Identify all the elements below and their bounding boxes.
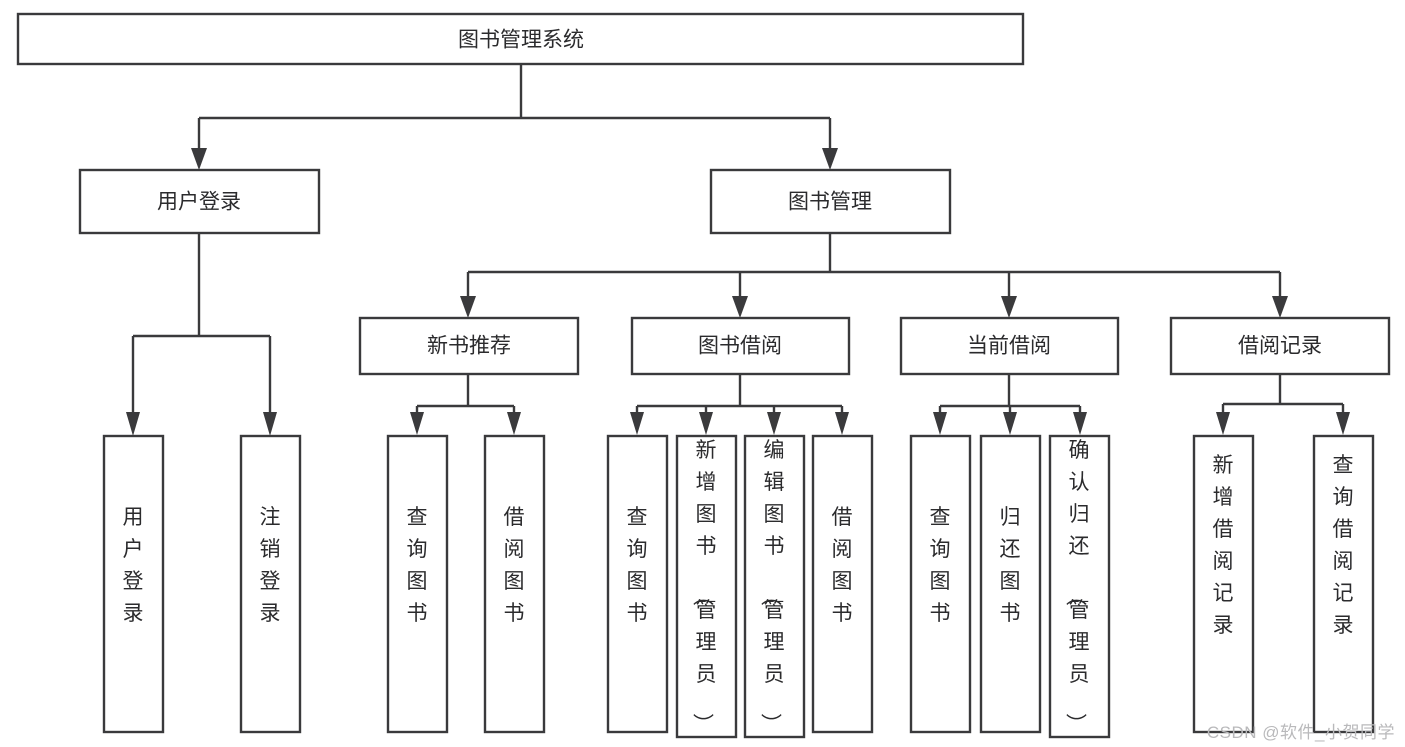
leaf-user-login-0-label: 用户登录 [123,506,144,625]
leaf-book-borrow-2[interactable]: 编辑图书（管理员） [743,434,806,739]
leaf-borrow-record-1-label: 查询借阅记录 [1333,454,1354,637]
leaf-current-borrow-1-box[interactable] [979,434,1042,734]
node-user-login[interactable]: 用户登录 [78,168,321,235]
leaf-current-borrow-1[interactable]: 归还图书 [979,434,1042,734]
arrow-book-manage-child-0-icon [460,296,476,318]
arrow-book-borrow-child-1-icon [699,412,713,435]
node-book-manage[interactable]: 图书管理 [709,168,952,235]
leaf-book-borrow-3-box[interactable] [811,434,874,734]
leaf-book-borrow-3[interactable]: 借阅图书 [811,434,874,734]
leaf-book-borrow-1[interactable]: 新增图书（管理员） [675,434,738,739]
leaf-new-book-rec-0[interactable]: 查询图书 [386,434,449,734]
arrow-current-borrow-child-0-icon [933,412,947,435]
leaf-user-login-1-box[interactable] [239,434,302,734]
leaf-current-borrow-0-box[interactable] [909,434,972,734]
connector-group-book-borrow [630,374,849,435]
arrow-user-login-child-1-icon [263,412,277,436]
leaf-new-book-rec-0-box[interactable] [386,434,449,734]
leaf-current-borrow-2[interactable]: 确认归还（管理员） [1048,434,1111,739]
leaf-current-borrow-2-label: 确认归还（管理员） [1064,439,1090,734]
leaf-book-borrow-2-label: 编辑图书（管理员） [759,439,785,734]
node-new-book-rec-label: 新书推荐 [427,335,511,358]
leaf-current-borrow-0-label: 查询图书 [930,506,951,625]
node-root-label: 图书管理系统 [458,29,584,52]
leaf-book-borrow-0[interactable]: 查询图书 [606,434,669,734]
node-book-manage-label: 图书管理 [788,191,872,214]
leaf-book-borrow-1-box[interactable] [675,434,738,739]
arrow-book-manage-child-1-icon [732,296,748,318]
leaf-new-book-rec-1-label: 借阅图书 [504,506,525,625]
leaf-current-borrow-2-box[interactable] [1048,434,1111,739]
node-root-box[interactable] [16,12,1025,66]
leaf-new-book-rec-1[interactable]: 借阅图书 [483,434,546,734]
arrow-current-borrow-child-2-icon [1073,412,1087,435]
leaf-borrow-record-0[interactable]: 新增借阅记录 [1192,434,1255,734]
leaf-borrow-record-0-box[interactable] [1192,434,1255,734]
node-current-borrow-label: 当前借阅 [967,335,1051,358]
node-user-login-box[interactable] [78,168,321,235]
leaf-current-borrow-0[interactable]: 查询图书 [909,434,972,734]
leaf-user-login-1-label: 注销登录 [260,506,281,625]
node-book-borrow-box[interactable] [630,316,851,376]
leaf-borrow-record-1-box[interactable] [1312,434,1375,734]
connector-group-root [191,64,838,170]
arrow-book-manage-child-3-icon [1272,296,1288,318]
connector-group-new-book-rec [410,374,521,435]
leaf-current-borrow-1-label: 归还图书 [1000,506,1021,625]
leaf-user-login-1[interactable]: 注销登录 [239,434,302,734]
leaf-book-borrow-3-label: 借阅图书 [832,506,853,625]
node-new-book-rec-box[interactable] [358,316,580,376]
node-root[interactable]: 图书管理系统 [16,12,1025,66]
node-borrow-record-label: 借阅记录 [1238,335,1322,358]
connector-group-current-borrow [933,374,1087,435]
arrow-borrow-record-child-1-icon [1336,412,1350,435]
node-book-manage-box[interactable] [709,168,952,235]
leaf-borrow-record-0-label: 新增借阅记录 [1213,454,1234,637]
node-user-login-label: 用户登录 [157,191,241,214]
leaf-book-borrow-0-label: 查询图书 [627,506,648,625]
arrow-new-book-rec-child-1-icon [507,412,521,435]
arrow-borrow-record-child-0-icon [1216,412,1230,435]
arrow-current-borrow-child-1-icon [1003,412,1017,435]
connector-group-borrow-record [1216,374,1350,435]
arrow-book-manage-child-2-icon [1001,296,1017,318]
leaf-new-book-rec-0-label: 查询图书 [407,506,428,625]
arrow-root-to-book-manage-icon [822,148,838,170]
leaf-new-book-rec-1-box[interactable] [483,434,546,734]
node-book-borrow[interactable]: 图书借阅 [630,316,851,376]
arrow-book-borrow-child-3-icon [835,412,849,435]
leaf-user-login-0[interactable]: 用户登录 [102,434,165,734]
arrow-root-to-user-login-icon [191,148,207,170]
arrow-book-borrow-child-2-icon [767,412,781,435]
node-current-borrow-box[interactable] [899,316,1120,376]
node-current-borrow[interactable]: 当前借阅 [899,316,1120,376]
leaf-book-borrow-0-box[interactable] [606,434,669,734]
node-new-book-rec[interactable]: 新书推荐 [358,316,580,376]
leaf-book-borrow-2-box[interactable] [743,434,806,739]
leaf-user-login-0-box[interactable] [102,434,165,734]
leaf-book-borrow-1-label: 新增图书（管理员） [691,439,717,734]
connector-group-book-manage [460,233,1288,318]
arrow-user-login-child-0-icon [126,412,140,436]
node-book-borrow-label: 图书借阅 [698,335,782,358]
connector-group-user-login [126,233,277,436]
arrow-new-book-rec-child-0-icon [410,412,424,435]
arrow-book-borrow-child-0-icon [630,412,644,435]
leaf-borrow-record-1[interactable]: 查询借阅记录 [1312,434,1375,734]
node-borrow-record[interactable]: 借阅记录 [1169,316,1391,376]
node-borrow-record-box[interactable] [1169,316,1391,376]
